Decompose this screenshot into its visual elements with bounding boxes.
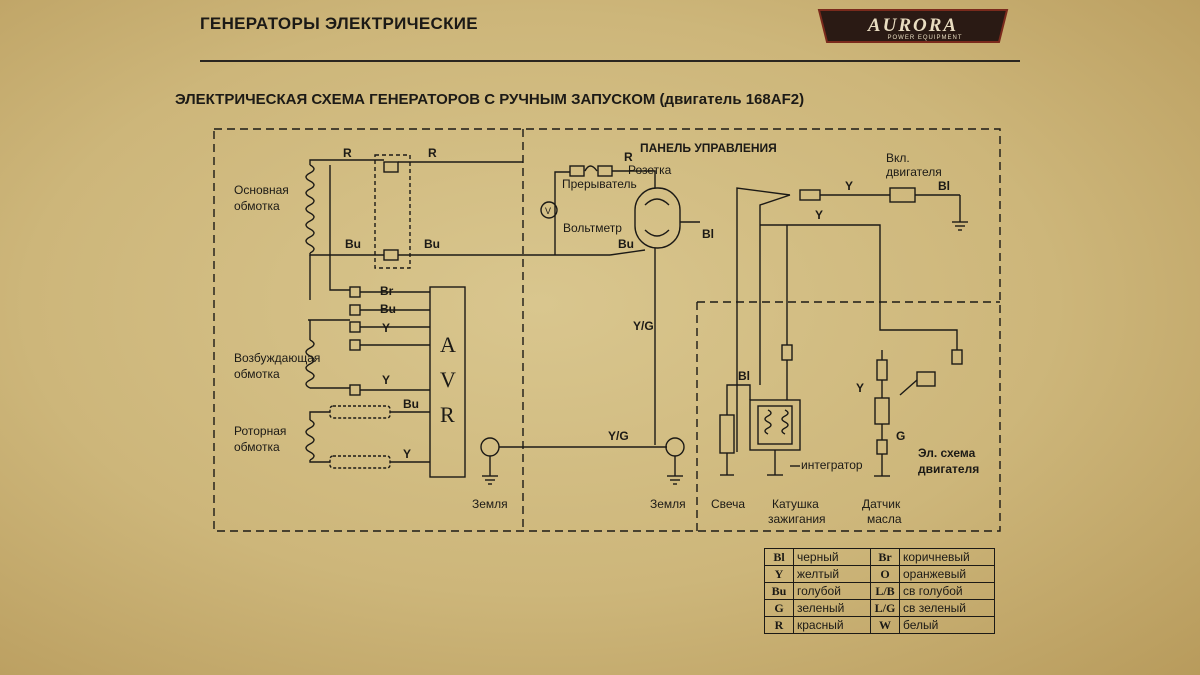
header-rule [200,60,1020,62]
aurora-logo: AURORA POWER EQUIPMENT [817,9,1009,43]
legend-row: R красный W белый [764,616,995,634]
wire-r1: R [343,146,352,160]
wire-y-oil: Y [856,381,864,395]
legend-color-name: черный [793,548,871,566]
legend-color-name: св голубой [899,582,995,600]
legend-color-name: св зеленый [899,599,995,617]
wire-y-sw1: Y [845,179,853,193]
wire-y-sw2: Y [815,208,823,222]
legend-row: Bl черный Br коричневый [764,548,995,566]
wire-bl-sw: Bl [938,179,950,193]
rotor-winding-coil [305,419,315,461]
oil-sensor-label-2: масла [867,512,902,526]
legend-row: Bu голубой L/B св голубой [764,582,995,600]
rotor-winding-label-1: Роторная [234,424,286,438]
logo-main-text: AURORA [867,15,958,36]
spark-plug [719,414,735,454]
engine-circuit-label-2: двигателя [918,462,979,476]
main-winding-coil [305,164,315,254]
ground-left-label: Земля [472,497,508,511]
legend-row: Y желтый O оранжевый [764,565,995,583]
wire-g-oil: G [896,429,905,443]
engine-switch [889,187,916,203]
ground-left-terminal [480,437,500,457]
legend-code: O [870,565,900,583]
legend-code: R [764,616,794,634]
legend-color-name: голубой [793,582,871,600]
avr-letter-a: A [440,332,456,357]
wire-yg2: Y/G [608,429,629,443]
legend-code: Bl [764,548,794,566]
oil-sensor-label-1: Датчик [862,497,901,511]
wire-bu-main1: Bu [345,237,361,251]
excitation-winding-coil [305,339,315,389]
avr-letter-v: V [440,367,456,392]
wire-bu-main2: Bu [424,237,440,251]
excitation-winding-label-1: Возбуждающая [234,351,320,365]
voltmeter-symbol: V [545,206,551,216]
legend-color-name: зеленый [793,599,871,617]
engine-circuit-label-1: Эл. схема [918,446,976,460]
voltmeter-label: Вольтметр [563,221,622,235]
excitation-winding-label-2: обмотка [234,367,280,381]
wire-y-avr3: Y [403,447,411,461]
legend-row: G зеленый L/G св зеленый [764,599,995,617]
ignition-coil-label-2: зажигания [768,512,826,526]
wire-bu-avr1: Bu [380,302,396,316]
legend-color-name: желтый [793,565,871,583]
socket [634,187,681,249]
legend-code: L/B [870,582,900,600]
ignition-coil-label-1: Катушка [772,497,819,511]
wire-br: Br [380,284,394,298]
main-winding-label-2: обмотка [234,199,280,213]
legend-code: Bu [764,582,794,600]
wire-bu-avr2: Bu [403,397,419,411]
wire-bu-socket: Bu [618,237,634,251]
voltmeter [540,201,558,219]
breaker-label: Прерыватель [562,177,637,191]
avr-module [429,286,466,478]
wire-yg1: Y/G [633,319,654,333]
wire-y-avr2: Y [382,373,390,387]
wire-y-avr1: Y [382,321,390,335]
legend-code: W [870,616,900,634]
spark-plug-label: Свеча [711,497,745,511]
oil-sensor [874,397,890,425]
ground-mid-label: Земля [650,497,686,511]
wire-r3: R [624,150,633,164]
wire-bl-plug: Bl [738,369,750,383]
legend-code: L/G [870,599,900,617]
control-panel-label: ПАНЕЛЬ УПРАВЛЕНИЯ [640,141,777,155]
legend-code: Y [764,565,794,583]
legend-color-name: коричневый [899,548,995,566]
outer-frame [213,128,1001,532]
legend-color-name: красный [793,616,871,634]
legend-code: G [764,599,794,617]
main-winding-label-1: Основная [234,183,289,197]
header-title: ГЕНЕРАТОРЫ ЭЛЕКТРИЧЕСКИЕ [200,14,478,33]
socket-label: Розетка [628,163,672,177]
integrator-label: интегратор [801,458,863,472]
legend-code: Br [870,548,900,566]
wire-bl-socket: Bl [702,227,714,241]
terminal-block [374,154,411,269]
engine-switch-label-1: Вкл. [886,151,910,165]
legend-color-name: белый [899,616,995,634]
wire-r2: R [428,146,437,160]
rotor-winding-label-2: обмотка [234,440,280,454]
logo-sub-text: POWER EQUIPMENT [887,35,962,41]
engine-switch-label-2: двигателя [886,165,942,179]
color-legend-table: Bl черный Br коричневый Y желтый O оранж… [764,548,995,634]
legend-color-name: оранжевый [899,565,995,583]
avr-letter-r: R [440,402,455,427]
ground-mid-terminal [665,437,685,457]
diagram-subtitle: ЭЛЕКТРИЧЕСКАЯ СХЕМА ГЕНЕРАТОРОВ С РУЧНЫМ… [175,91,805,108]
